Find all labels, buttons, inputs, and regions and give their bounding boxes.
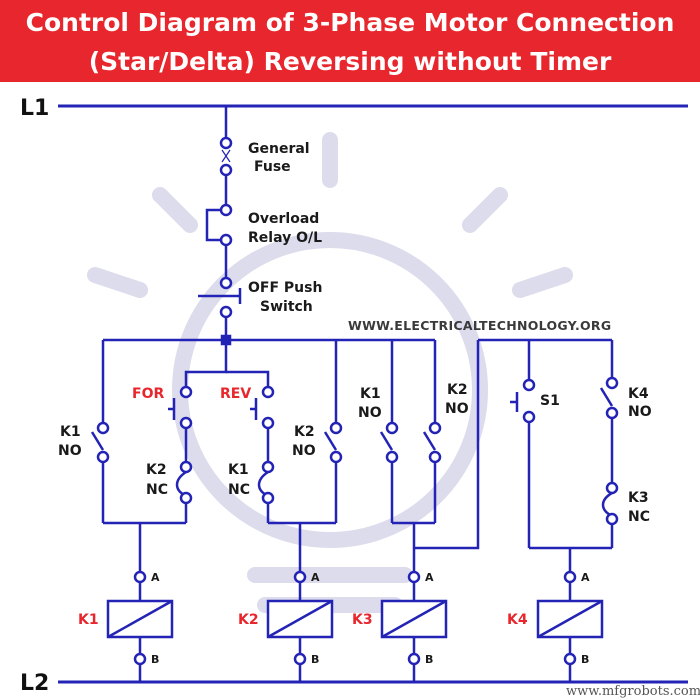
rail-l1-label: L1 (20, 96, 49, 121)
watermark-url: WWW.ELECTRICALTECHNOLOGY.ORG (348, 318, 611, 333)
rung-k1 (90, 340, 228, 572)
k4-hold-name: K4 (628, 386, 649, 402)
k2-interlock-name: K2 (146, 462, 167, 478)
off-switch-label-1: OFF Push (248, 280, 322, 296)
fuse-label-2: Fuse (254, 159, 291, 175)
title-banner: Control Diagram of 3-Phase Motor Connect… (0, 0, 700, 82)
coil-k4: K4 A B (507, 570, 604, 682)
coil-k1: K1 A B (78, 570, 174, 682)
rev-button-label: REV (220, 386, 251, 402)
overload-label-1: Overload (248, 211, 319, 227)
rail-l2: L2 (20, 671, 688, 696)
coil-k1-b: B (151, 653, 159, 666)
k1-interlock-type: NC (228, 482, 250, 498)
coil-k1-name: K1 (78, 612, 99, 628)
coil-k2-name: K2 (238, 612, 259, 628)
bulb-watermark-icon (87, 132, 573, 613)
rail-l1: L1 (20, 96, 688, 121)
k2-hold-type: NO (292, 443, 316, 459)
fuse-label-1: General (248, 141, 310, 157)
coil-k3: K3 A B (352, 570, 448, 682)
k4-hold-type: NO (628, 404, 652, 420)
off-switch-label-2: Switch (260, 299, 313, 315)
coil-k3-name: K3 (352, 612, 373, 628)
k1-k3-type: NO (358, 405, 382, 421)
k1-interlock-name: K1 (228, 462, 249, 478)
title-line-2: (Star/Delta) Reversing without Timer (88, 47, 612, 76)
coil-k2-b: B (311, 653, 319, 666)
coil-k3-a: A (425, 571, 434, 584)
coil-k2: K2 A B (238, 570, 334, 682)
k3-interlock-type: NC (628, 509, 650, 525)
k1-k3-name: K1 (360, 386, 381, 402)
k2-k3-type: NO (445, 401, 469, 417)
coil-k2-a: A (311, 571, 320, 584)
coil-k4-a: A (581, 571, 590, 584)
s1-label: S1 (540, 393, 560, 409)
for-button-label: FOR (132, 386, 164, 402)
coil-k3-b: B (425, 653, 433, 666)
footer-credit: www.mfgrobots.com (566, 684, 700, 699)
rung-k2 (226, 340, 343, 572)
k2-hold-name: K2 (294, 424, 315, 440)
k1-hold-type: NO (58, 443, 82, 459)
title-line-1: Control Diagram of 3-Phase Motor Connect… (25, 8, 675, 37)
rung-k4 (510, 340, 619, 572)
main-series-chain (103, 106, 612, 346)
coil-k1-a: A (151, 571, 160, 584)
k1-hold-name: K1 (60, 424, 81, 440)
k2-interlock-type: NC (146, 482, 168, 498)
rung-k3 (379, 340, 480, 572)
coil-k4-b: B (581, 653, 589, 666)
overload-label-2: Relay O/L (248, 230, 322, 246)
coil-k4-name: K4 (507, 612, 528, 628)
k3-interlock-name: K3 (628, 490, 649, 506)
rail-l2-label: L2 (20, 671, 49, 696)
k2-k3-name: K2 (447, 382, 468, 398)
